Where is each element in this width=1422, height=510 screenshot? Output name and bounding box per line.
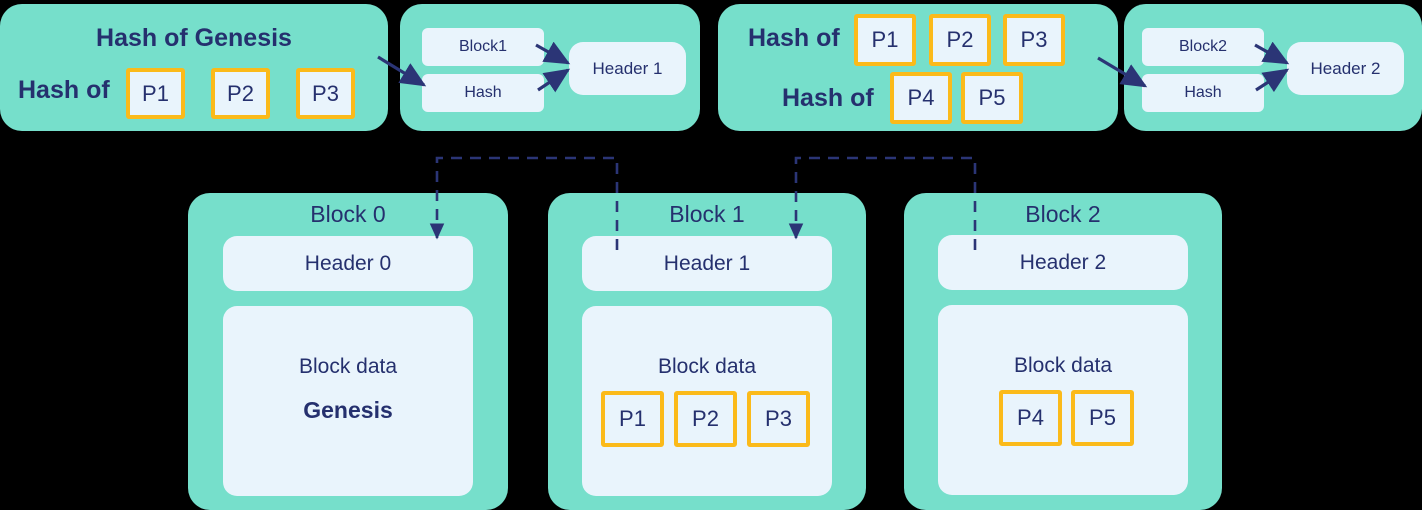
panel-hash-of-genesis: Hash of Genesis Hash of P1 P2 P3 (0, 4, 388, 131)
block-1-transaction-row: P1 P2 P3 (582, 391, 832, 447)
block-1-header-label: Header 1 (663, 251, 751, 275)
block-1-data-label: Block data (657, 355, 757, 378)
tx-box-p4-top[interactable]: P4 (890, 72, 952, 124)
tx-box-label: P3 (312, 80, 339, 106)
tx-box-label: P2 (692, 406, 719, 431)
tx-box-label: P3 (765, 406, 792, 431)
panel-header1-derivation: Block1 Hash Header 1 (400, 4, 700, 131)
hash-of-label-genesis: Hash of (18, 76, 110, 104)
block-2-data-box[interactable]: Block data P4 P5 (938, 305, 1188, 495)
block-2-title: Block 2 (1025, 201, 1101, 227)
hash-input-box-1[interactable]: Hash (422, 74, 544, 112)
tx-box-label: P4 (1017, 405, 1044, 430)
block-0-header-label: Header 0 (304, 251, 392, 275)
block-1-data-box[interactable]: Block data P1 P2 P3 (582, 306, 832, 496)
chain-block-1[interactable]: Block 1 Header 1 Block data P1 P2 P3 (548, 193, 866, 510)
block-0-genesis-text: Genesis (303, 397, 393, 423)
block1-input-box[interactable]: Block1 (422, 28, 544, 66)
tx-box-p3-top[interactable]: P3 (1003, 14, 1065, 66)
block-2-data-label: Block data (1013, 354, 1113, 377)
tx-box-label: P1 (619, 406, 646, 431)
block-2-transaction-row: P4 P5 (938, 390, 1188, 446)
header1-output-label: Header 1 (592, 58, 663, 78)
tx-box-p5-top[interactable]: P5 (961, 72, 1023, 124)
header1-output-box[interactable]: Header 1 (569, 42, 686, 95)
tx-box-p2-top[interactable]: P2 (929, 14, 991, 66)
hash-of-label-row2: Hash of (782, 84, 874, 112)
hash-input-box-2[interactable]: Hash (1142, 74, 1264, 112)
hash-input-label: Hash (464, 84, 502, 101)
hash-input-label: Hash (1184, 84, 1222, 101)
tx-box-label: P4 (907, 85, 935, 110)
block2-input-label: Block2 (1178, 38, 1228, 55)
block-0-header-box[interactable]: Header 0 (223, 236, 473, 291)
tx-box-p1-block1[interactable]: P1 (601, 391, 664, 447)
panel-header2-derivation: Block2 Hash Header 2 (1124, 4, 1422, 131)
block-0-data-box[interactable]: Block data Genesis (223, 306, 473, 496)
chain-block-2[interactable]: Block 2 Header 2 Block data P4 P5 (904, 193, 1222, 510)
tx-box-p2-genesis[interactable]: P2 (211, 68, 270, 119)
header2-output-box[interactable]: Header 2 (1287, 42, 1404, 95)
tx-box-label: P2 (946, 27, 974, 52)
hash-of-genesis-title: Hash of Genesis (96, 24, 292, 52)
block1-input-label: Block1 (458, 38, 508, 55)
tx-box-p1-genesis[interactable]: P1 (126, 68, 185, 119)
block-1-header-box[interactable]: Header 1 (582, 236, 832, 291)
tx-box-label: P2 (227, 80, 254, 106)
block-2-header-label: Header 2 (1019, 250, 1107, 274)
block-0-title: Block 0 (310, 201, 386, 227)
hash-of-label-row1: Hash of (748, 24, 840, 52)
tx-box-p1-top[interactable]: P1 (854, 14, 916, 66)
tx-box-p3-block1[interactable]: P3 (747, 391, 810, 447)
block-1-title: Block 1 (669, 201, 745, 227)
panel-hash-of-transactions: Hash of P1 P2 P3 Hash of P4 P5 (718, 4, 1118, 131)
tx-box-label: P5 (1089, 405, 1116, 430)
tx-box-p4-block2[interactable]: P4 (999, 390, 1062, 446)
tx-box-p3-genesis[interactable]: P3 (296, 68, 355, 119)
tx-box-label: P1 (142, 80, 169, 106)
header2-output-label: Header 2 (1310, 58, 1381, 78)
chain-block-0[interactable]: Block 0 Header 0 Block data Genesis (188, 193, 508, 510)
tx-box-label: P5 (978, 85, 1006, 110)
tx-box-p5-block2[interactable]: P5 (1071, 390, 1134, 446)
tx-box-p2-block1[interactable]: P2 (674, 391, 737, 447)
block-2-header-box[interactable]: Header 2 (938, 235, 1188, 290)
tx-box-label: P1 (871, 27, 899, 52)
block-0-data-label: Block data (298, 355, 398, 378)
tx-box-label: P3 (1020, 27, 1048, 52)
block2-input-box[interactable]: Block2 (1142, 28, 1264, 66)
